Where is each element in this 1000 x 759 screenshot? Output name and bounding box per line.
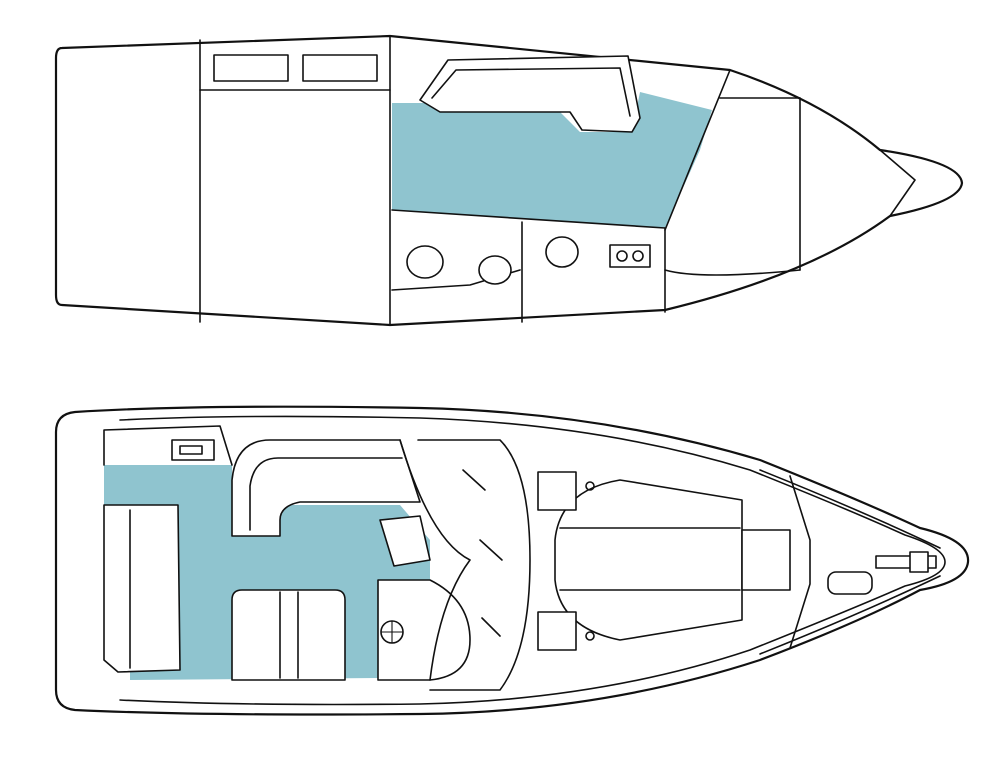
- bow-roller-end: [909, 551, 929, 573]
- transom-door-handle: [179, 445, 203, 455]
- aft-bench-seat: [103, 504, 181, 673]
- transom-door: [171, 439, 215, 461]
- l-lounge-inner: [249, 457, 403, 531]
- bow-rail: [759, 469, 941, 655]
- sink-icon: [478, 255, 512, 285]
- companionway-door: [379, 515, 431, 567]
- settee-back: [419, 55, 641, 133]
- windshield-outer: [417, 439, 531, 691]
- stove-burner-right-icon: [632, 250, 644, 262]
- port-cleat-icon: [585, 481, 595, 491]
- foredeck-hatch: [741, 529, 791, 591]
- galley-top-line: [391, 209, 666, 229]
- cabin-carpet: [392, 92, 712, 228]
- windshield-glass-1: [462, 469, 486, 491]
- v-berth-bottom-line: [664, 269, 801, 276]
- forepeak-line: [879, 149, 916, 217]
- cabin-plan-view: [54, 34, 964, 327]
- port-vent: [537, 471, 577, 511]
- stove-icon: [609, 244, 651, 268]
- bow-deck-line: [789, 475, 811, 649]
- starboard-vent: [537, 611, 577, 651]
- settee-inner: [431, 67, 631, 117]
- transom-step: [103, 425, 233, 466]
- galley-sink-icon: [545, 236, 579, 268]
- anchor-locker: [827, 571, 873, 595]
- deck-plan-view: [54, 405, 970, 716]
- hatch-right: [302, 54, 378, 82]
- forward-bulkhead: [664, 69, 731, 231]
- hatch-left: [213, 54, 289, 82]
- starboard-cleat-icon: [585, 631, 595, 641]
- toilet-icon: [406, 245, 444, 279]
- cockpit-carpet: [104, 465, 430, 680]
- windshield-glass-2: [479, 539, 503, 561]
- stove-burner-left-icon: [616, 250, 628, 262]
- windshield-glass-3: [481, 617, 501, 637]
- foredeck-sunpad: [554, 479, 743, 641]
- windshield-frame: [399, 439, 471, 681]
- deck-gunwale-inner: [119, 415, 946, 706]
- helm-seat: [231, 589, 346, 681]
